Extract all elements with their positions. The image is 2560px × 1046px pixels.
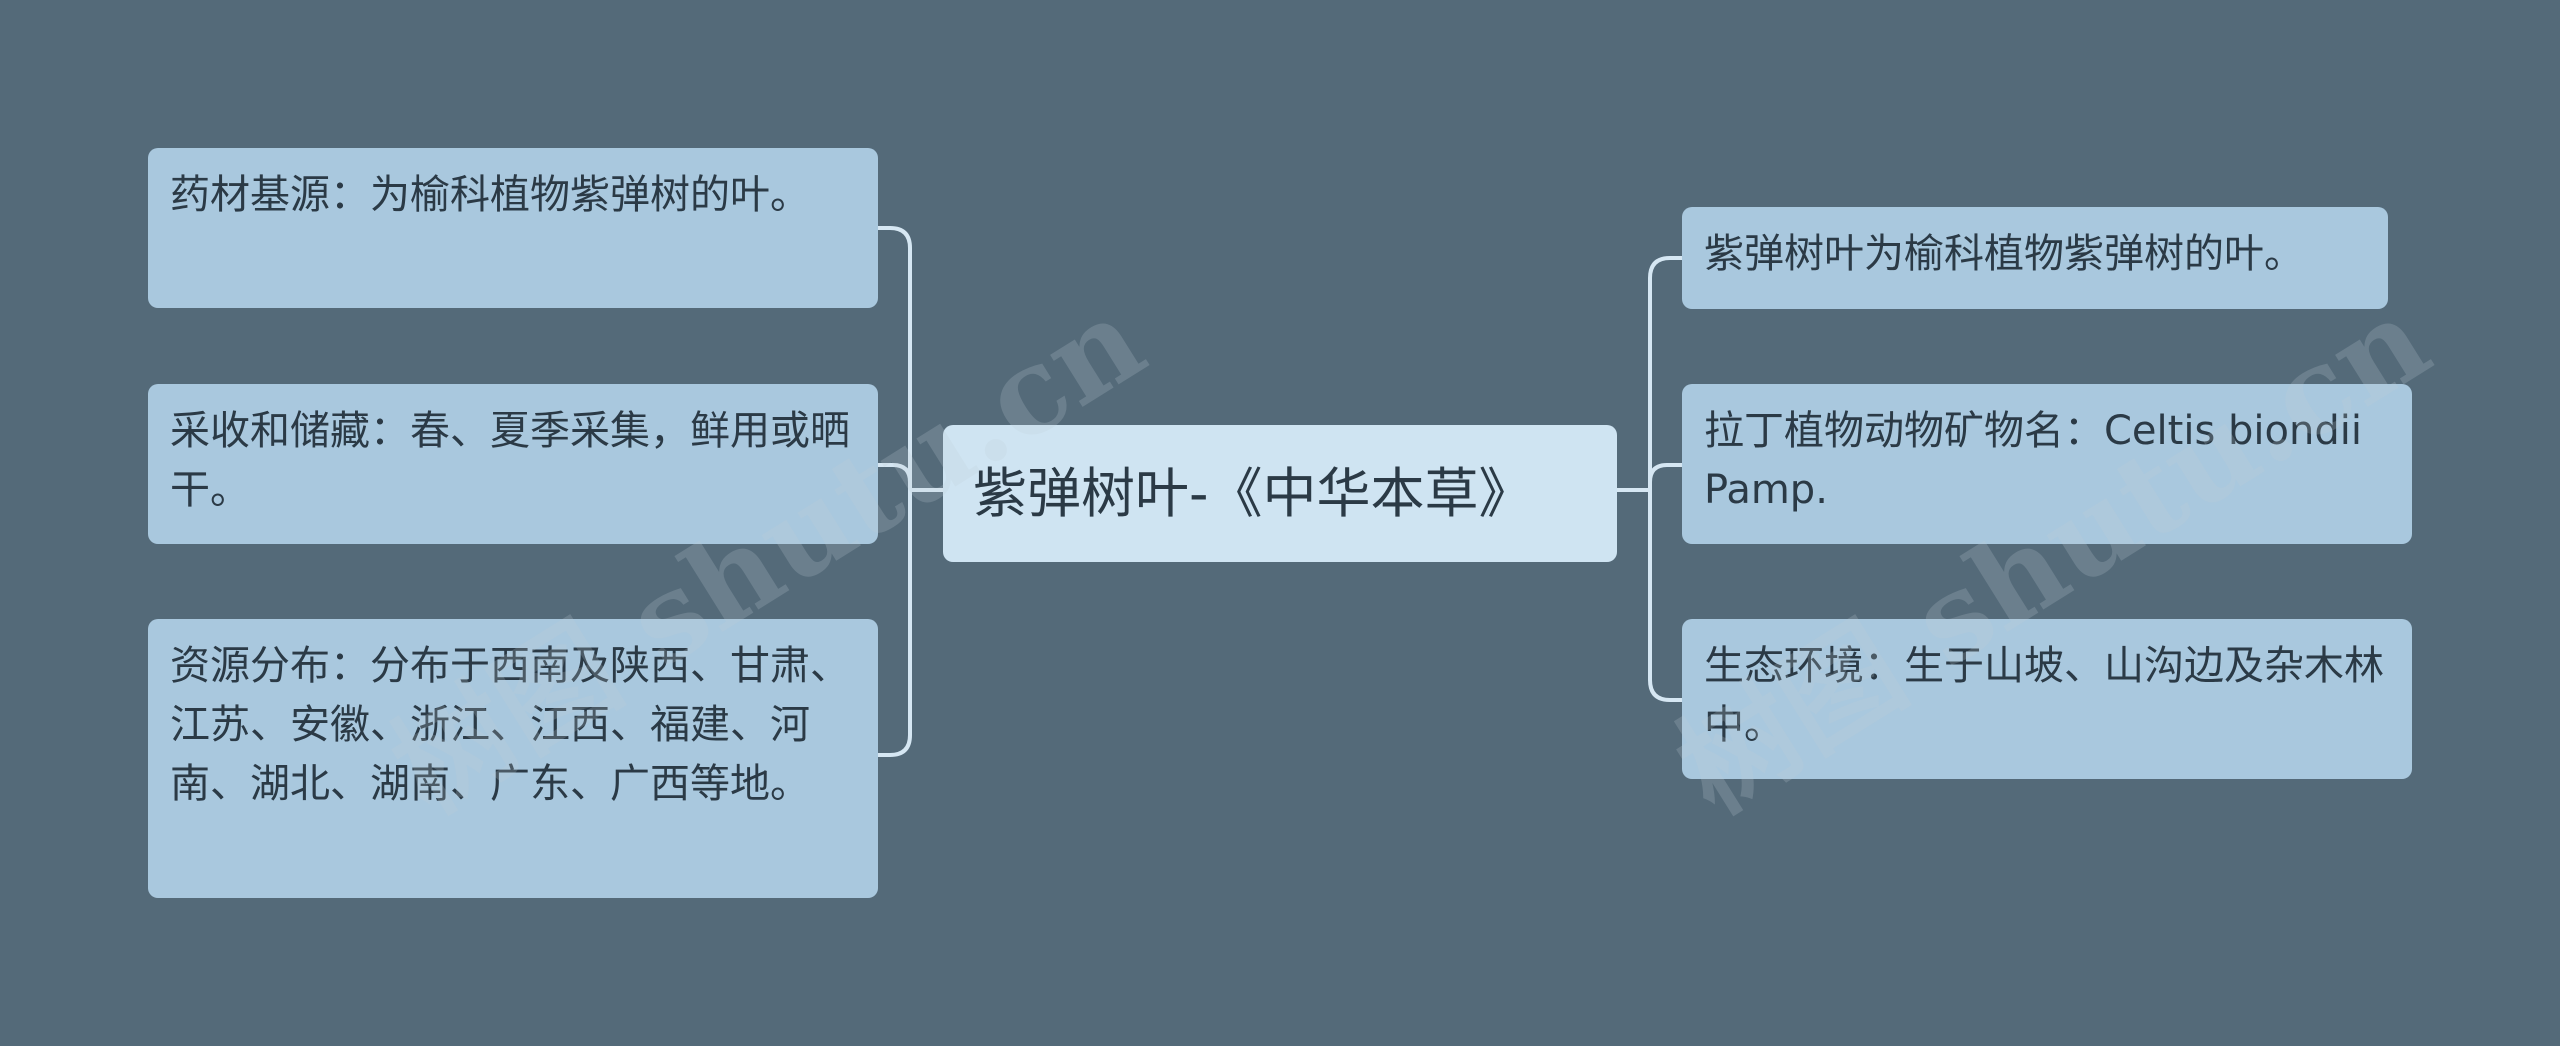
right-node-latin-name[interactable]: 拉丁植物动物矿物名：Celtis biondii Pamp. — [1682, 384, 2412, 544]
left-node-harvest[interactable]: 采收和储藏：春、夏季采集，鲜用或晒干。 — [148, 384, 878, 544]
right-node-definition-text: 紫弹树叶为榆科植物紫弹树的叶。 — [1704, 231, 2304, 277]
right-node-definition[interactable]: 紫弹树叶为榆科植物紫弹树的叶。 — [1682, 207, 2388, 309]
connector-right-1 — [1648, 256, 1684, 492]
right-node-habitat[interactable]: 生态环境：生于山坡、山沟边及杂木林中。 — [1682, 619, 2412, 779]
left-node-distribution-text: 资源分布：分布于西南及陕西、甘肃、江苏、安徽、浙江、江西、福建、河南、湖北、湖南… — [170, 643, 850, 807]
connector-right-3 — [1648, 488, 1684, 702]
connector-left-2 — [876, 463, 912, 492]
root-label: 紫弹树叶-《中华本草》 — [973, 461, 1533, 525]
connector-right-2 — [1648, 463, 1684, 492]
right-node-habitat-text: 生态环境：生于山坡、山沟边及杂木林中。 — [1704, 643, 2384, 748]
left-node-source-text: 药材基源：为榆科植物紫弹树的叶。 — [170, 172, 810, 218]
connector-left-1 — [876, 226, 912, 492]
left-node-source[interactable]: 药材基源：为榆科植物紫弹树的叶。 — [148, 148, 878, 308]
left-node-distribution[interactable]: 资源分布：分布于西南及陕西、甘肃、江苏、安徽、浙江、江西、福建、河南、湖北、湖南… — [148, 619, 878, 898]
left-node-harvest-text: 采收和储藏：春、夏季采集，鲜用或晒干。 — [170, 408, 850, 513]
right-node-latin-name-text: 拉丁植物动物矿物名：Celtis biondii Pamp. — [1704, 408, 2362, 513]
root-node[interactable]: 紫弹树叶-《中华本草》 — [943, 425, 1617, 562]
connector-left-3 — [876, 488, 912, 757]
